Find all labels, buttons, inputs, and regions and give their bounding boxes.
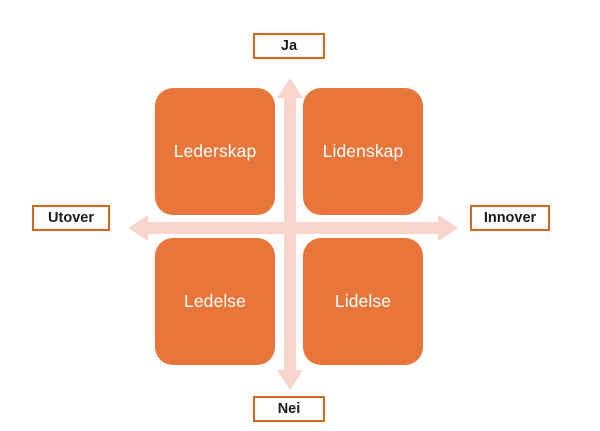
- quadrant-bottom-left-label: Ledelse: [183, 290, 246, 311]
- axis-label-top: Ja: [253, 33, 325, 59]
- quadrant-top-left[interactable]: Lederskap: [155, 88, 275, 215]
- axis-label-left: Utover: [32, 205, 110, 231]
- quadrant-top-right-label: Lidenskap: [322, 140, 404, 161]
- quadrant-bottom-left[interactable]: Ledelse: [155, 238, 275, 365]
- axis-label-right: Innover: [470, 205, 550, 231]
- quadrant-top-right[interactable]: Lidenskap: [303, 88, 423, 215]
- quadrant-bottom-right-label: Lidelse: [334, 290, 392, 311]
- axis-label-bottom: Nei: [253, 396, 325, 422]
- quadrant-bottom-right[interactable]: Lidelse: [303, 238, 423, 365]
- quadrant-top-left-label: Lederskap: [173, 140, 257, 161]
